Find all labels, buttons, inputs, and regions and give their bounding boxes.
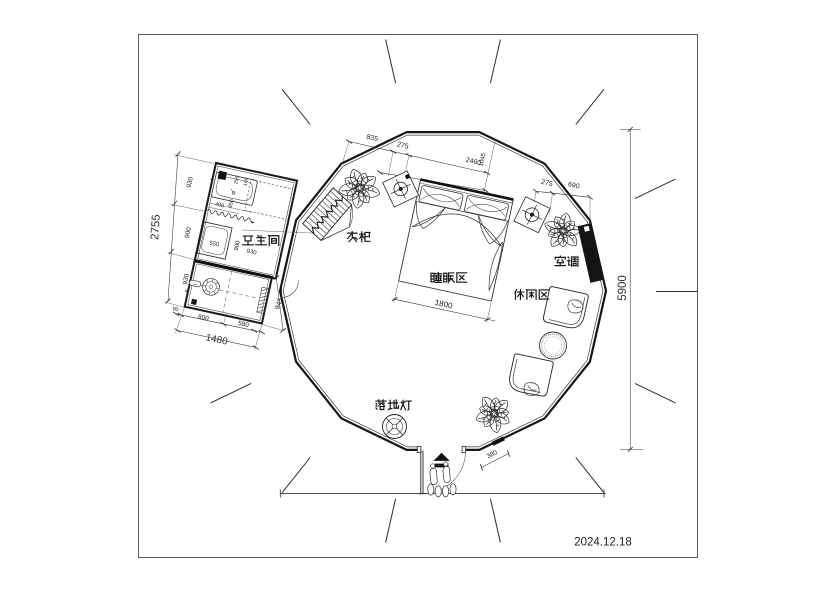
svg-text:1480: 1480	[204, 332, 228, 347]
svg-text:400: 400	[214, 202, 224, 210]
svg-text:690: 690	[567, 181, 580, 190]
svg-text:900: 900	[234, 240, 242, 252]
svg-text:835: 835	[366, 134, 379, 143]
svg-text:930: 930	[246, 249, 258, 257]
svg-text:5900: 5900	[617, 275, 629, 301]
svg-text:900: 900	[184, 226, 193, 238]
svg-text:930: 930	[182, 273, 191, 285]
svg-text:250: 250	[233, 175, 241, 185]
svg-text:90: 90	[172, 306, 179, 313]
svg-text:275: 275	[540, 179, 553, 188]
svg-text:1800: 1800	[434, 298, 454, 311]
svg-text:2024.12.18: 2024.12.18	[574, 537, 632, 549]
svg-text:580: 580	[237, 320, 249, 329]
svg-text:380: 380	[486, 449, 499, 460]
svg-text:550: 550	[209, 241, 221, 249]
svg-text:1045: 1045	[479, 152, 488, 167]
svg-text:800: 800	[197, 313, 209, 322]
svg-text:2755: 2755	[149, 214, 163, 240]
svg-text:275: 275	[396, 141, 409, 150]
svg-text:100: 100	[243, 177, 251, 187]
svg-text:2460: 2460	[465, 157, 482, 167]
svg-text:945: 945	[274, 297, 285, 310]
svg-text:930: 930	[186, 176, 195, 188]
svg-text:450: 450	[228, 199, 236, 209]
